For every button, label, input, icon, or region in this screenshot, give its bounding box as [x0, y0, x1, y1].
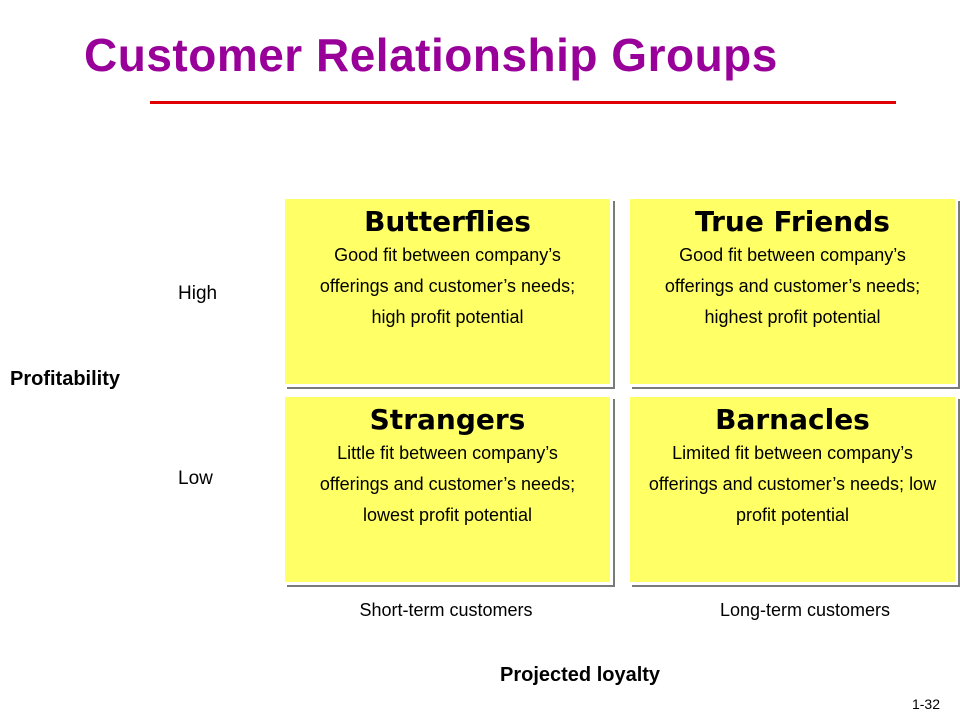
quadrant-strangers: Strangers Little fit between company’s o…: [282, 394, 610, 582]
quadrant-description: Good fit between company’s offerings and…: [664, 245, 921, 327]
y-axis-low-label: Low: [178, 468, 213, 489]
quadrant-description: Little fit between company’s offerings a…: [319, 443, 576, 525]
quadrant-title: Barnacles: [715, 403, 870, 436]
quadrant-barnacles: Barnacles Limited fit between company’s …: [627, 394, 955, 582]
y-axis-label: Profitability: [10, 368, 121, 390]
quadrant-description: Limited fit between company’s offerings …: [648, 443, 937, 525]
x-axis-long-term-label: Long-term customers: [719, 600, 891, 620]
y-axis-high-label: High: [178, 283, 218, 304]
x-axis-label: Projected loyalty: [500, 664, 661, 686]
quadrant-description: Good fit between company’s offerings and…: [319, 245, 576, 327]
slide-title: Customer Relationship Groups: [84, 29, 778, 81]
quadrant-title: True Friends: [695, 205, 890, 238]
slide-number: 1-32: [911, 696, 940, 712]
quadrant-title: Strangers: [369, 403, 526, 436]
title-underline: [150, 101, 896, 104]
quadrant-title: Butterflies: [364, 205, 531, 238]
quadrant-butterflies: Butterflies Good fit between company’s o…: [282, 196, 610, 384]
x-axis-short-term-label: Short-term customers: [359, 600, 533, 620]
quadrant-true-friends: True Friends Good fit between company’s …: [627, 196, 955, 384]
